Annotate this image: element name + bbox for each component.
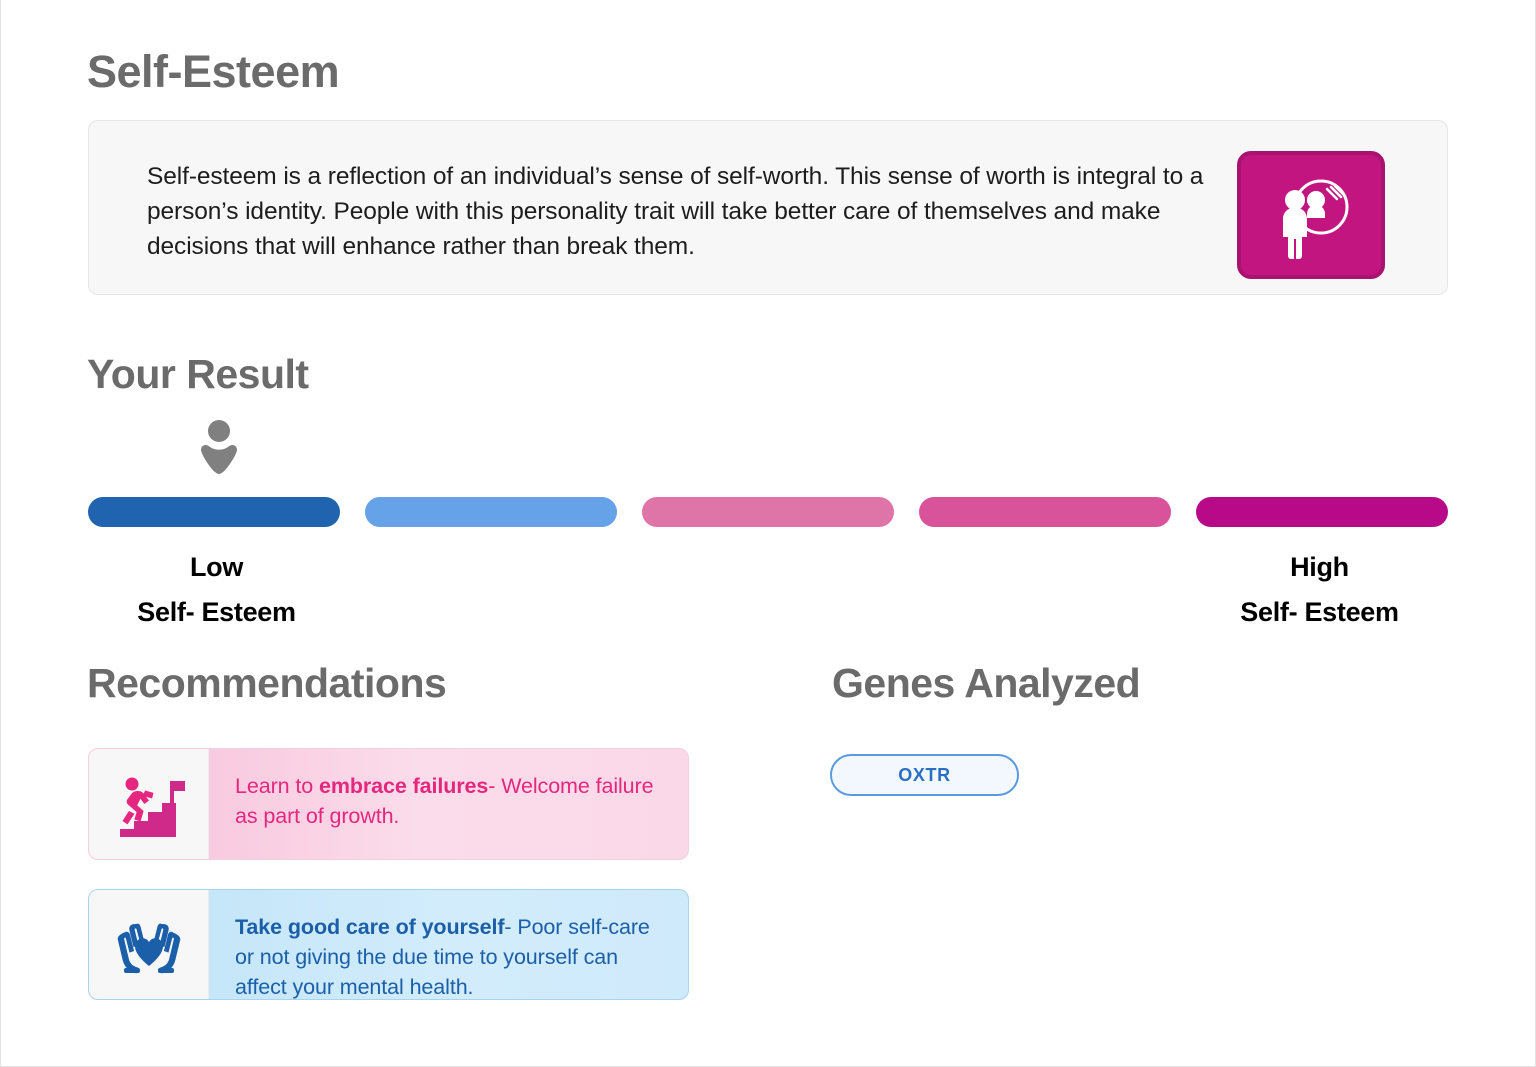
recommendation-bold: Take good care of yourself: [235, 915, 505, 939]
recommendation-bold: embrace failures: [318, 774, 489, 798]
recommendation-card[interactable]: Learn to embrace failures- Welcome failu…: [88, 748, 689, 860]
recommendations-list: Learn to embrace failures- Welcome failu…: [88, 748, 689, 1029]
scale-label-high-line1: High: [1290, 552, 1349, 582]
recommendations-title: Recommendations: [87, 660, 447, 706]
scale-label-high: High Self- Esteem: [1191, 545, 1448, 635]
scale-label-low: Low Self- Esteem: [88, 545, 345, 635]
person-self-reflection-icon: [1237, 151, 1385, 279]
trait-description-card: Self-esteem is a reflection of an indivi…: [88, 120, 1448, 295]
your-result-title: Your Result: [87, 351, 309, 397]
scale-segment-4: [919, 497, 1171, 527]
scale-label-low-line2: Self- Esteem: [137, 597, 296, 627]
recommendation-text: Learn to embrace failures- Welcome failu…: [209, 749, 688, 859]
result-scale-bar: [88, 497, 1448, 527]
trait-description-text: Self-esteem is a reflection of an indivi…: [147, 163, 1204, 260]
scale-segment-1: [88, 497, 340, 527]
scale-segment-3: [642, 497, 894, 527]
recommendation-text: Take good care of yourself- Poor self-ca…: [209, 890, 688, 999]
scale-label-high-line2: Self- Esteem: [1240, 597, 1399, 627]
page-title: Self-Esteem: [87, 46, 340, 97]
scale-segment-2: [365, 497, 617, 527]
genes-analyzed-list: OXTR: [830, 754, 1019, 796]
recommendation-rest: - Welcome failure as part of growth.: [235, 774, 654, 828]
scale-label-low-line1: Low: [189, 552, 244, 582]
hands-holding-heart-icon: [89, 890, 209, 999]
genes-analyzed-title: Genes Analyzed: [832, 660, 1141, 706]
scale-segment-5: [1196, 497, 1448, 527]
recommendation-rest: - Poor self-care or not giving the due t…: [235, 915, 650, 999]
person-marker-icon: [197, 418, 241, 480]
gene-pill-oxtr[interactable]: OXTR: [830, 754, 1019, 796]
person-climbing-stairs-flag-icon: [89, 749, 209, 859]
recommendation-lead: Learn to: [235, 774, 319, 798]
recommendation-card[interactable]: Take good care of yourself- Poor self-ca…: [88, 889, 689, 1000]
